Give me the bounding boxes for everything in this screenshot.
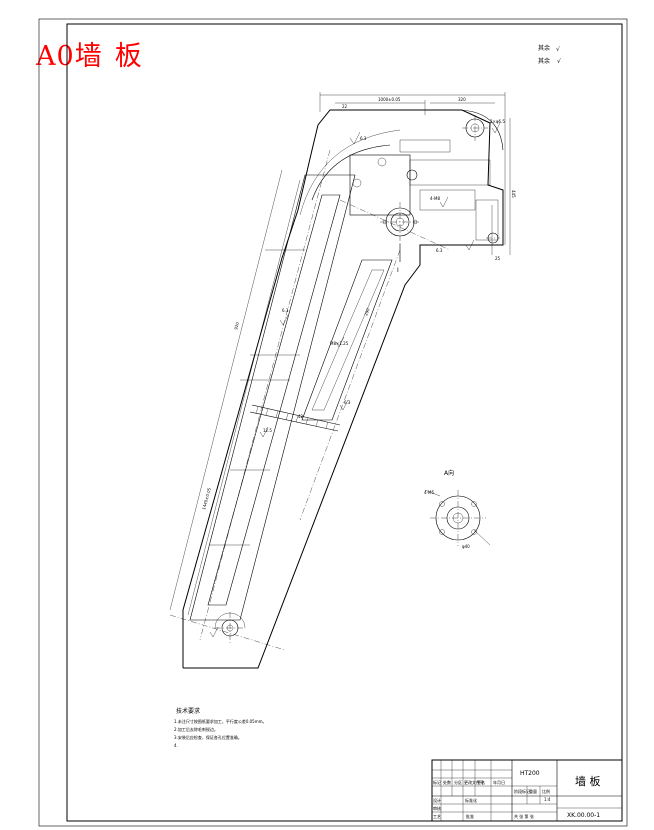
upper-block [349, 154, 411, 216]
top-dimensions: 1000±0.05 320 22 445 25 [319, 92, 516, 261]
inner-border [66, 23, 623, 822]
detail-view-a: A向 4-M5 φ40 [424, 469, 491, 549]
tech-req-line-3: 3.安装后应检查，保证各孔位置准确。 [174, 734, 242, 740]
tech-req-title: 技术要求 [176, 707, 200, 715]
svg-text:6.3: 6.3 [360, 136, 367, 141]
role-designer: 设计 [433, 797, 441, 803]
small-hole-right [486, 232, 500, 244]
headline-name-2: 板 [114, 41, 143, 72]
svg-text:6.3: 6.3 [436, 248, 443, 253]
corner-hole [380, 202, 420, 244]
big-arc [311, 144, 391, 201]
bottom-hole [214, 612, 246, 645]
long-slot-inner [207, 194, 341, 606]
roughness-other-label: 其余 [538, 44, 550, 52]
section-mark: I [397, 267, 399, 274]
roughness-symbol-2: √ [557, 58, 561, 65]
svg-text:6.3: 6.3 [344, 400, 351, 405]
roughness-marks [209, 122, 501, 638]
scale-label: 比例 [542, 788, 550, 794]
top-corner-hole [462, 115, 488, 141]
col-zone: 分区 [454, 779, 462, 785]
tech-req-line-1: 1.未注尺寸按图纸要求加工，平行度公差0.05mm。 [174, 718, 267, 724]
col-sign: 签名 [477, 779, 485, 785]
long-slot-outer [189, 174, 356, 621]
weight-label: 重量 [529, 788, 537, 794]
main-view: I 1000±0.05 320 22 445 25 [169, 92, 516, 669]
svg-text:12.5: 12.5 [263, 428, 272, 433]
arm-centerline [199, 149, 331, 641]
sheet-label: 共 张 第 张 [514, 813, 534, 819]
material: HT200 [520, 770, 540, 777]
svg-text:320: 320 [458, 97, 466, 102]
col-change-doc: 更改文件号 [464, 779, 484, 785]
role-check: 审核 [433, 805, 441, 811]
svg-text:4-M5: 4-M5 [424, 490, 434, 495]
col-mark: 标记 [433, 779, 441, 785]
svg-text:6.3: 6.3 [282, 308, 289, 313]
scale-value: 1:4 [544, 797, 551, 802]
technical-requirements: 技术要求 1.未注尺寸按图纸要求加工，平行度公差0.05mm。 2.加工后去除毛… [174, 707, 267, 748]
section-band [249, 404, 341, 432]
stage-label: 阶段标记 [514, 788, 530, 794]
roughness-note-2: 其余 [538, 57, 550, 65]
role-process: 工艺 [433, 814, 441, 819]
roughness-note: 其余 √ 其余 √ [538, 44, 561, 65]
right-slot [301, 259, 393, 421]
svg-text:25: 25 [495, 256, 501, 261]
corner-arc [459, 109, 504, 151]
roughness-symbol: √ [556, 46, 560, 53]
headline-name-1: 墙 [74, 41, 103, 72]
svg-text:2×φ6.5: 2×φ6.5 [490, 119, 505, 124]
role-standardize: 标准化 [465, 797, 477, 803]
title-block: 标记 处数 分区 更改文件号 签名 年月日 设计 标准化 审核 工艺 批准 HT… [431, 759, 623, 822]
drawing-number: XK.00.00-1 [567, 812, 600, 819]
small-hole-mid [352, 157, 418, 188]
outer-border [38, 18, 628, 827]
svg-text:22: 22 [342, 104, 348, 109]
plate-outline [182, 109, 504, 669]
role-approve: 批准 [466, 813, 474, 819]
view-label: A向 [444, 469, 454, 477]
col-date: 年月日 [493, 779, 505, 785]
svg-text:1440±0.05: 1440±0.05 [201, 487, 212, 510]
svg-text:4-M8: 4-M8 [430, 196, 440, 201]
svg-text:445: 445 [511, 190, 516, 198]
tech-req-line-2: 2.加工后去除毛刺锐边。 [174, 726, 218, 732]
svg-text:290: 290 [363, 307, 370, 316]
svg-text:φ40: φ40 [462, 544, 470, 549]
arm-dimensions: 920 1440±0.05 6.3 12.5 4-M8 M8×1.25 290 … [169, 119, 505, 616]
svg-text:1000±0.05: 1000±0.05 [378, 97, 401, 102]
svg-text:42: 42 [298, 414, 304, 419]
svg-text:920: 920 [233, 321, 240, 330]
svg-text:M8×1.25: M8×1.25 [330, 341, 349, 346]
col-count: 处数 [443, 779, 451, 785]
part-name: 墙 板 [575, 774, 601, 788]
tech-req-line-4: 4. [174, 743, 178, 748]
